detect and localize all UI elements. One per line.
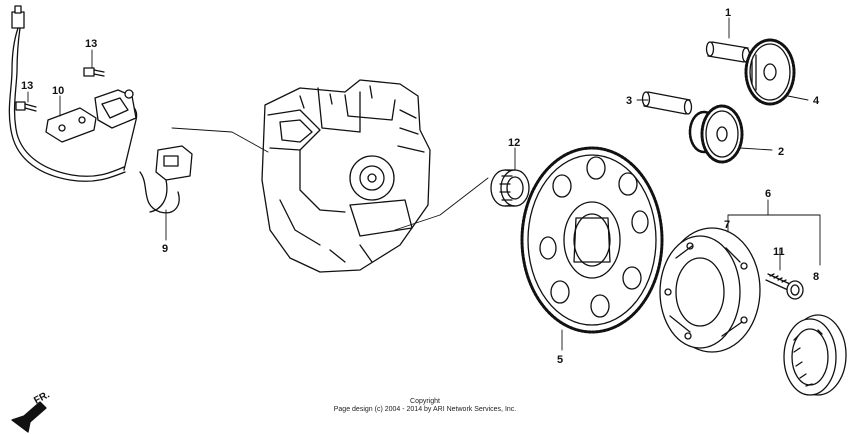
callout-9[interactable]: 9 bbox=[162, 243, 168, 255]
callout-3[interactable]: 3 bbox=[626, 95, 632, 107]
callout-11[interactable]: 11 bbox=[773, 246, 785, 258]
engine-block bbox=[261, 79, 431, 273]
starter-reduction-gear-2 bbox=[688, 104, 744, 164]
callout-5[interactable]: 5 bbox=[557, 354, 563, 366]
plate-part-10 bbox=[45, 107, 97, 143]
copyright-notice: Page design (c) 2004 - 2014 by ARI Netwo… bbox=[333, 406, 517, 413]
callout-7[interactable]: 7 bbox=[724, 219, 730, 231]
leader-lines bbox=[27, 17, 821, 351]
callout-4[interactable]: 4 bbox=[813, 95, 820, 107]
callout-12[interactable]: 12 bbox=[508, 137, 520, 149]
starter-driven-gear-5 bbox=[520, 146, 664, 334]
callout-13-upper[interactable]: 13 bbox=[85, 38, 97, 50]
pulse-generator-9 bbox=[149, 145, 193, 213]
callout-10[interactable]: 10 bbox=[52, 85, 64, 97]
bolt-13-upper bbox=[83, 67, 105, 77]
callout-13-lower[interactable]: 13 bbox=[21, 80, 33, 92]
pulse-generator-bracket bbox=[94, 89, 137, 129]
shaft-1 bbox=[705, 41, 751, 63]
starter-clutch-outer-7 bbox=[659, 227, 761, 353]
shaft-3 bbox=[641, 91, 693, 115]
callout-1[interactable]: 1 bbox=[725, 7, 731, 19]
one-way-clutch-8 bbox=[783, 314, 847, 396]
callout-2[interactable]: 2 bbox=[778, 146, 784, 158]
wiring-harness bbox=[8, 5, 180, 214]
front-direction-arrow bbox=[11, 401, 47, 433]
bolt-13-lower bbox=[15, 101, 37, 112]
copyright-label: Copyright bbox=[410, 398, 440, 405]
callout-8[interactable]: 8 bbox=[813, 271, 819, 283]
callout-6[interactable]: 6 bbox=[765, 188, 771, 200]
needle-bearing-12 bbox=[490, 169, 530, 207]
bolt-11 bbox=[765, 273, 804, 300]
starter-idle-gear-4 bbox=[744, 38, 796, 106]
